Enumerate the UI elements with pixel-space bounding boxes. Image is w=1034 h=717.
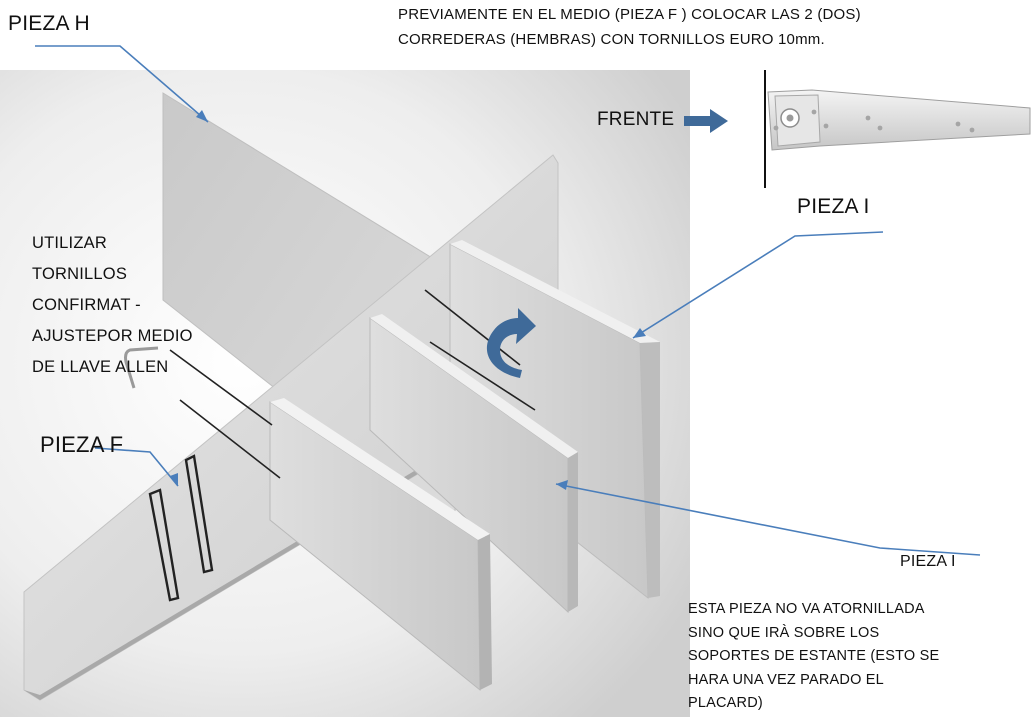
leader-pieza-i-bottom xyxy=(555,483,981,556)
instruction-shelf-line-1: ESTA PIEZA NO VA ATORNILLADA xyxy=(688,601,925,617)
slide-rails xyxy=(148,454,214,602)
instruction-confirmat-line-5: DE LLAVE ALLEN xyxy=(32,358,169,376)
allen-key-icon xyxy=(124,346,159,389)
rotate-arrow-icon xyxy=(486,308,536,378)
instruction-slides-line-2: CORREDERAS (HEMBRAS) CON TORNILLOS EURO … xyxy=(398,31,825,48)
panel-pieza-i-middle-edge xyxy=(370,314,578,458)
leader-arrowheads xyxy=(170,110,646,490)
instruction-confirmat-line-4: AJUSTEPOR MEDIO xyxy=(32,327,193,345)
leader-pieza-i-top xyxy=(632,231,884,339)
leader-lines xyxy=(35,45,981,556)
panel-pieza-i-front-side xyxy=(478,534,492,690)
leader-pieza-h xyxy=(35,45,209,123)
instruction-confirmat-line-1: UTILIZAR xyxy=(32,234,107,252)
panel-pieza-i-back-side xyxy=(640,342,660,598)
label-pieza-h: PIEZA H xyxy=(8,12,90,35)
label-pieza-i-top: PIEZA I xyxy=(797,195,870,218)
instruction-slides-note: PREVIAMENTE EN EL MEDIO (PIEZA F ) COLOC… xyxy=(398,2,861,52)
panel-pieza-i-middle-side xyxy=(568,452,578,612)
frente-arrow-icon xyxy=(684,109,728,133)
instruction-confirmat-line-3: CONFIRMAT - xyxy=(32,296,141,314)
instruction-shelf-line-4: HARA UNA VEZ PARADO EL xyxy=(688,671,884,688)
panel-pieza-i-back-edge xyxy=(450,240,660,343)
instruction-shelf-line-5: PLACARD) xyxy=(688,695,763,711)
label-pieza-f: PIEZA F xyxy=(40,432,124,457)
instruction-slides-line-1: PREVIAMENTE EN EL MEDIO (PIEZA F ) COLOC… xyxy=(398,6,861,23)
instruction-confirmat-line-2: TORNILLOS xyxy=(32,265,128,283)
screw-lines xyxy=(169,289,536,479)
instruction-shelf-line-3: SOPORTES DE ESTANTE (ESTO SE xyxy=(688,648,940,664)
label-pieza-i-bottom: PIEZA I xyxy=(900,553,956,570)
instruction-confirmat-note: UTILIZAR TORNILLOS CONFIRMAT - AJUSTEPOR… xyxy=(32,228,193,383)
panel-pieza-i-front-edge xyxy=(270,398,490,540)
leader-pieza-f xyxy=(94,447,179,487)
instruction-shelf-note: ESTA PIEZA NO VA ATORNILLADA SINO QUE IR… xyxy=(688,598,939,716)
instruction-shelf-line-2: SINO QUE IRÀ SOBRE LOS xyxy=(688,624,880,641)
label-frente: FRENTE xyxy=(597,109,675,130)
drawer-slide-illustration xyxy=(764,70,1031,188)
